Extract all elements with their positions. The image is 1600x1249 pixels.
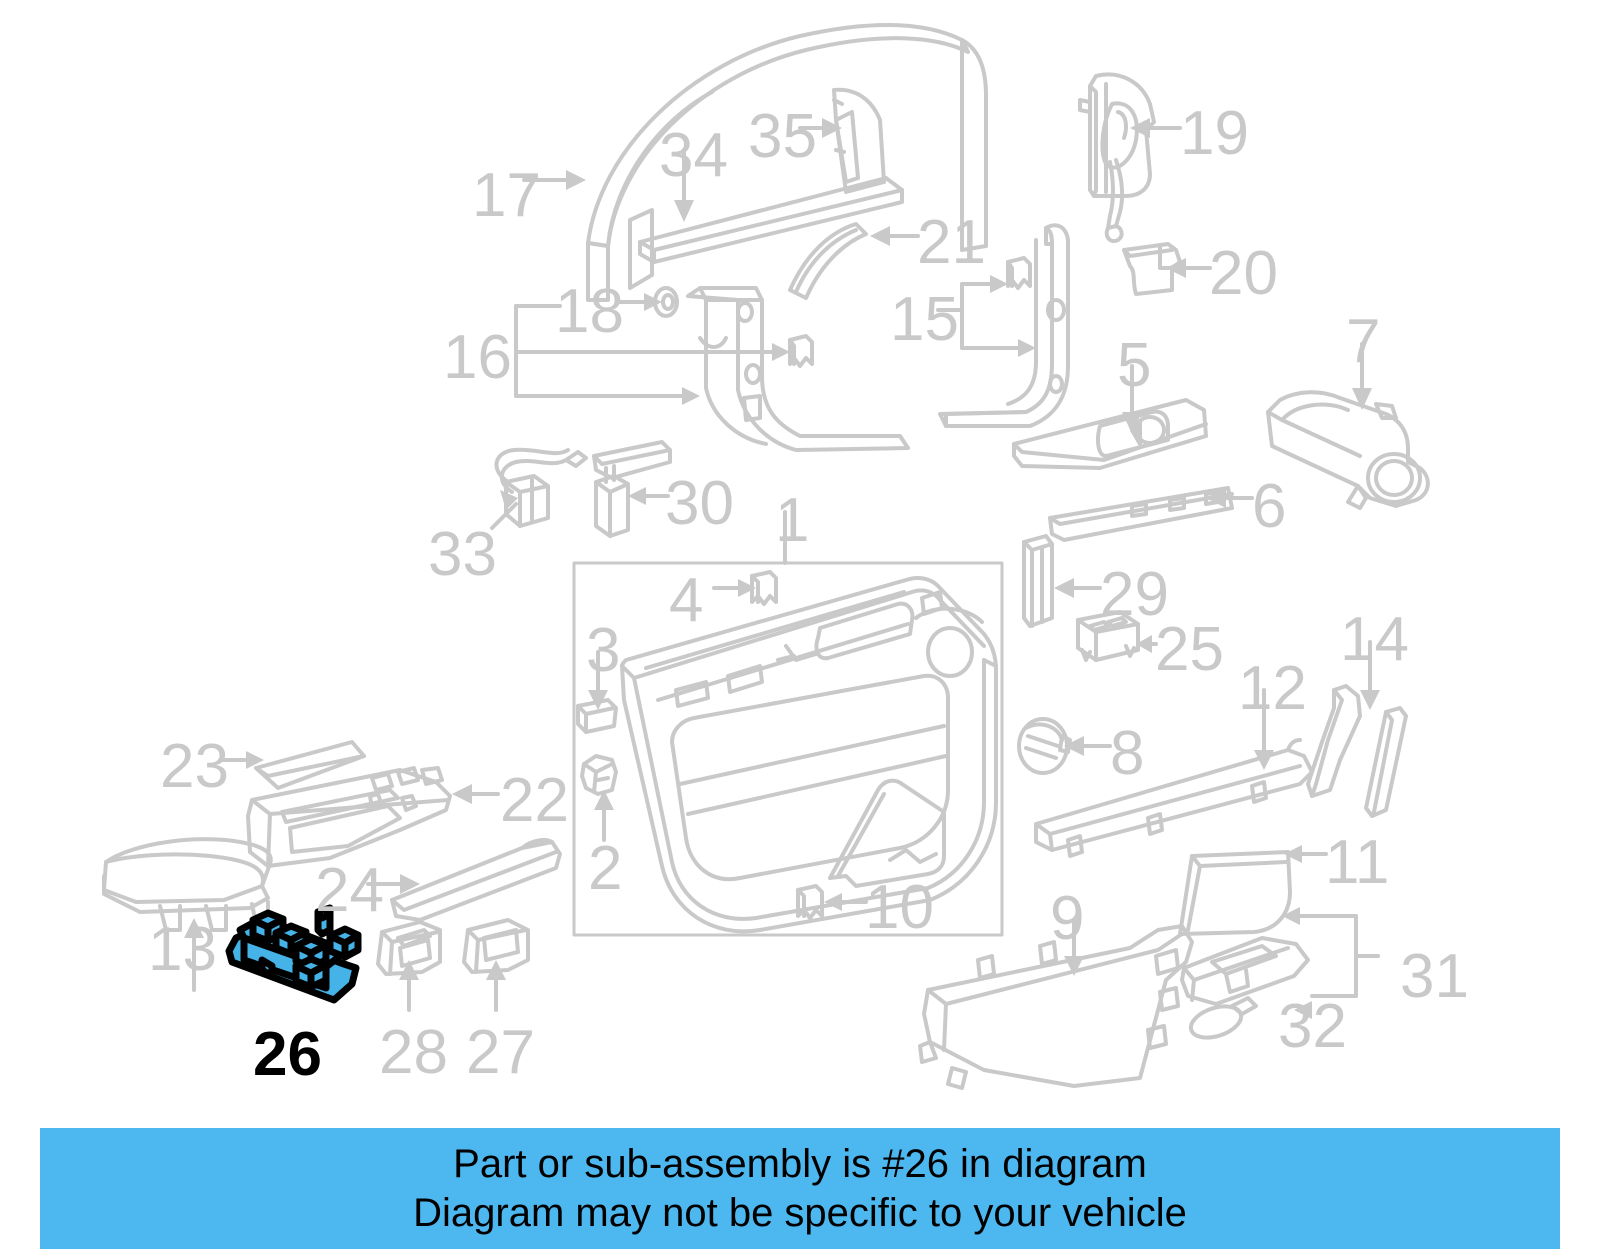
clip-15-upper (1006, 256, 1032, 290)
clip-16 (788, 334, 814, 368)
callout-number-10[interactable]: 10 (865, 873, 934, 942)
callout-number-11[interactable]: 11 (1325, 828, 1390, 897)
part-14-vertical-strip (1364, 706, 1408, 818)
part-29-vertical-strip (1022, 534, 1054, 628)
callout-number-22[interactable]: 22 (500, 766, 569, 835)
callout-number-6[interactable]: 6 (1252, 472, 1287, 541)
part-33-wire-connector (494, 447, 588, 528)
part-12b-hook-trim (1306, 684, 1362, 798)
notice-line-1: Part or sub-assembly is #26 in diagram (453, 1141, 1147, 1186)
callout-number-27[interactable]: 27 (466, 1018, 535, 1087)
part-7-speaker-housing (1266, 390, 1430, 510)
callout-number-34[interactable]: 34 (659, 121, 728, 190)
callout-number-12[interactable]: 12 (1238, 654, 1307, 723)
clip-10 (796, 884, 824, 920)
callout-number-2[interactable]: 2 (588, 834, 623, 903)
part-15-weatherstrip (938, 223, 1070, 428)
part-19-handle-bezel (1078, 72, 1156, 243)
part-12-armrest-trim (1034, 738, 1314, 858)
part-22-switch-bezel (246, 766, 452, 868)
part-32-bulb (1188, 996, 1258, 1040)
clip-4 (750, 570, 778, 606)
part-8-round-cap (1017, 717, 1072, 775)
part-1-door-panel-assembly (572, 561, 1004, 937)
callout-number-23[interactable]: 23 (160, 732, 229, 801)
part-25-switch-small (1076, 610, 1140, 662)
notice-banner: Part or sub-assembly is #26 in diagram D… (40, 1128, 1560, 1249)
part-31-switch-body (1180, 936, 1310, 1006)
callout-number-18[interactable]: 18 (555, 277, 624, 346)
callout-number-15[interactable]: 15 (890, 285, 959, 354)
callout-number-3[interactable]: 3 (586, 616, 621, 685)
part-17-window-frame (586, 23, 988, 302)
part-30-t-handle (592, 440, 672, 538)
callout-number-14[interactable]: 14 (1340, 605, 1409, 674)
callout-number-5[interactable]: 5 (1117, 331, 1152, 400)
callout-number-19[interactable]: 19 (1180, 99, 1249, 168)
callout-number-26[interactable]: 26 (253, 1020, 322, 1089)
callout-number-35[interactable]: 35 (748, 102, 817, 171)
callout-number-7[interactable]: 7 (1346, 307, 1381, 376)
callout-number-29[interactable]: 29 (1100, 560, 1169, 629)
part-34-belt-molding (638, 176, 904, 264)
clip-3 (576, 698, 618, 734)
part-16-door-pillar (686, 286, 910, 452)
callout-number-32[interactable]: 32 (1278, 992, 1347, 1061)
callout-number-8[interactable]: 8 (1110, 719, 1145, 788)
callout-number-31[interactable]: 31 (1400, 942, 1469, 1011)
callout-number-13[interactable]: 13 (148, 915, 217, 984)
part-27-switch-cap (462, 918, 530, 974)
callout-number-1[interactable]: 1 (775, 486, 810, 555)
part-24-side-trim-strip (390, 838, 562, 922)
part-26-master-window-switch (225, 904, 362, 1004)
callout-number-30[interactable]: 30 (665, 469, 734, 538)
part-23-trim-insert (254, 740, 366, 790)
part-21-curved-trim (788, 222, 868, 300)
callout-number-20[interactable]: 20 (1209, 239, 1278, 308)
part-28-switch-cap (376, 920, 442, 976)
clip-2 (580, 754, 618, 796)
part-9-lower-door-trim (918, 924, 1194, 1090)
notice-line-2: Diagram may not be specific to your vehi… (413, 1190, 1187, 1235)
callout-number-4[interactable]: 4 (669, 566, 704, 635)
callout-number-17[interactable]: 17 (472, 161, 541, 230)
callout-number-21[interactable]: 21 (917, 208, 986, 277)
callout-number-33[interactable]: 33 (428, 520, 497, 589)
callout-number-28[interactable]: 28 (379, 1018, 448, 1087)
part-5-pull-handle-bezel (1012, 398, 1208, 470)
part-6-lower-trim-strip (1048, 486, 1234, 542)
callout-number-25[interactable]: 25 (1155, 615, 1224, 684)
part-35-corner-trim (832, 87, 886, 194)
callout-number-16[interactable]: 16 (443, 323, 512, 392)
callout-number-24[interactable]: 24 (315, 856, 384, 925)
part-11-corner-trim (1178, 850, 1292, 936)
callout-number-9[interactable]: 9 (1050, 884, 1085, 953)
